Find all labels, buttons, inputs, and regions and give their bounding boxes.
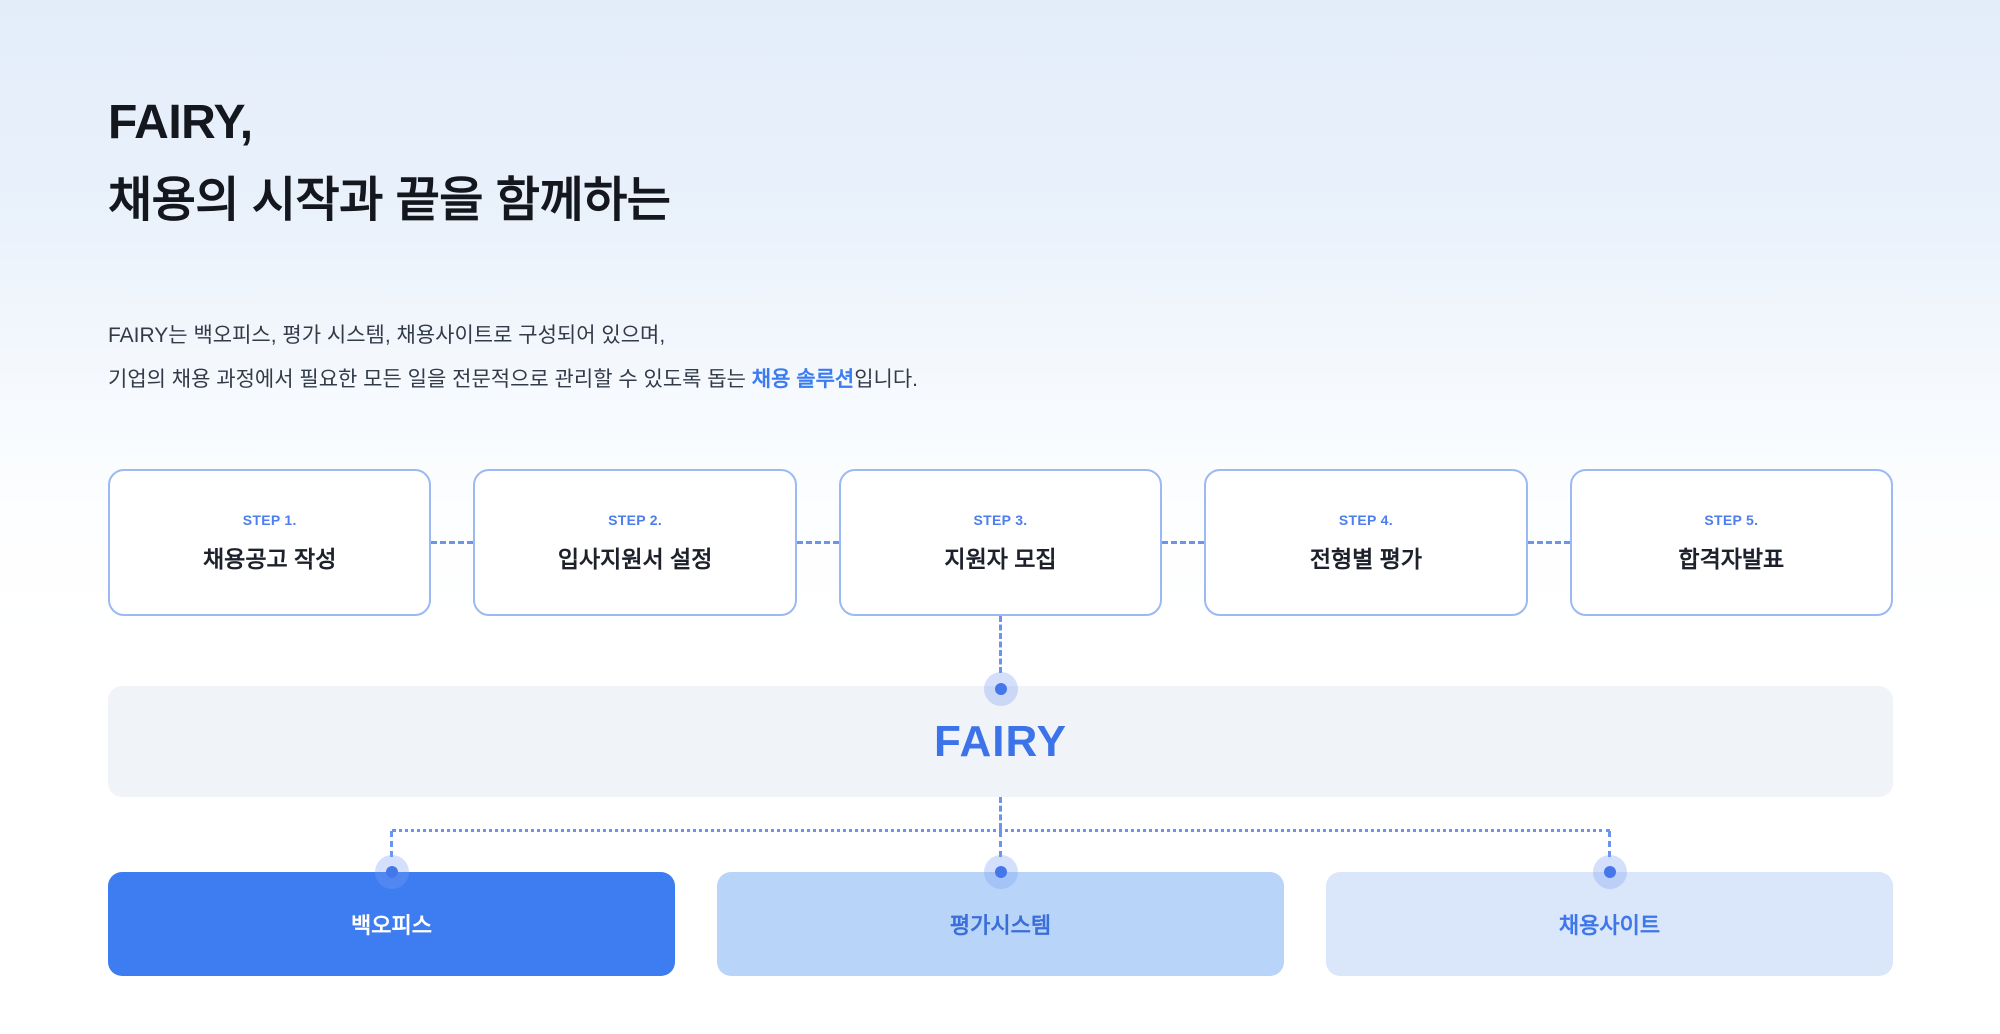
module-tab-evaluation[interactable]: 평가시스템 [717, 872, 1284, 976]
connector-dot-recruitsite [1593, 855, 1627, 889]
module-tab-backoffice[interactable]: 백오피스 [108, 872, 675, 976]
connector-stub-backoffice [390, 831, 393, 857]
step-4-title: 전형별 평가 [1309, 545, 1423, 572]
step-connector-3-4 [1162, 541, 1205, 544]
fairy-logo: FAIRY [934, 716, 1067, 766]
step-1-label: STEP 1. [242, 511, 297, 528]
connector-branch-horizontal [392, 829, 1610, 832]
step-1-title: 채용공고 작성 [203, 545, 337, 572]
module-tab-recruitsite[interactable]: 채용사이트 [1326, 872, 1893, 976]
description-line1: FAIRY는 백오피스, 평가 시스템, 채용사이트로 구성되어 있으며, [108, 324, 666, 347]
connector-fairy-down [999, 797, 1002, 829]
step-card-1: STEP 1. 채용공고 작성 [108, 469, 432, 616]
connector-stub-recruitsite [1608, 831, 1611, 857]
step-3-label: STEP 3. [973, 511, 1028, 528]
page-title: FAIRY, 채용의 시작과 끝을 함께하는 [108, 84, 671, 240]
step-card-3: STEP 3. 지원자 모집 [838, 469, 1163, 616]
connector-dot-backoffice [375, 855, 409, 889]
step-5-label: STEP 5. [1704, 511, 1759, 528]
connector-stub-evaluation [999, 831, 1002, 857]
module-backoffice-label: 백오피스 [351, 913, 432, 938]
step-3-title: 지원자 모집 [944, 545, 1057, 572]
step-2-title: 입사지원서 설정 [557, 545, 713, 572]
description-line2: 기업의 채용 과정에서 필요한 모든 일을 전문적으로 관리할 수 있도록 돕는… [108, 368, 919, 391]
module-recruitsite-label: 채용사이트 [1558, 913, 1661, 938]
step-card-2: STEP 2. 입사지원서 설정 [473, 469, 797, 616]
description-accent: 채용 솔루션 [751, 368, 855, 391]
connector-dot-fairy [984, 672, 1018, 706]
step-4-label: STEP 4. [1338, 511, 1393, 528]
process-steps-row: STEP 1. 채용공고 작성 STEP 2. 입사지원서 설정 STEP 3.… [108, 469, 1894, 616]
page-title-line2: 채용의 시작과 끝을 함께하는 [108, 174, 671, 227]
step-5-title: 합격자발표 [1678, 545, 1785, 572]
connector-step3-to-fairy [999, 616, 1002, 673]
step-2-label: STEP 2. [608, 511, 663, 528]
page-description: FAIRY는 백오피스, 평가 시스템, 채용사이트로 구성되어 있으며, 기업… [108, 314, 918, 402]
connector-dot-evaluation [984, 855, 1018, 889]
module-evaluation-label: 평가시스템 [949, 913, 1052, 938]
step-card-5: STEP 5. 합격자발표 [1569, 469, 1894, 616]
step-card-4: STEP 4. 전형별 평가 [1204, 469, 1528, 616]
page-title-line1: FAIRY, [108, 96, 253, 149]
step-connector-1-2 [431, 541, 474, 544]
step-connector-4-5 [1527, 541, 1570, 544]
modules-row: 백오피스 평가시스템 채용사이트 [108, 872, 1893, 976]
step-connector-2-3 [796, 541, 839, 544]
